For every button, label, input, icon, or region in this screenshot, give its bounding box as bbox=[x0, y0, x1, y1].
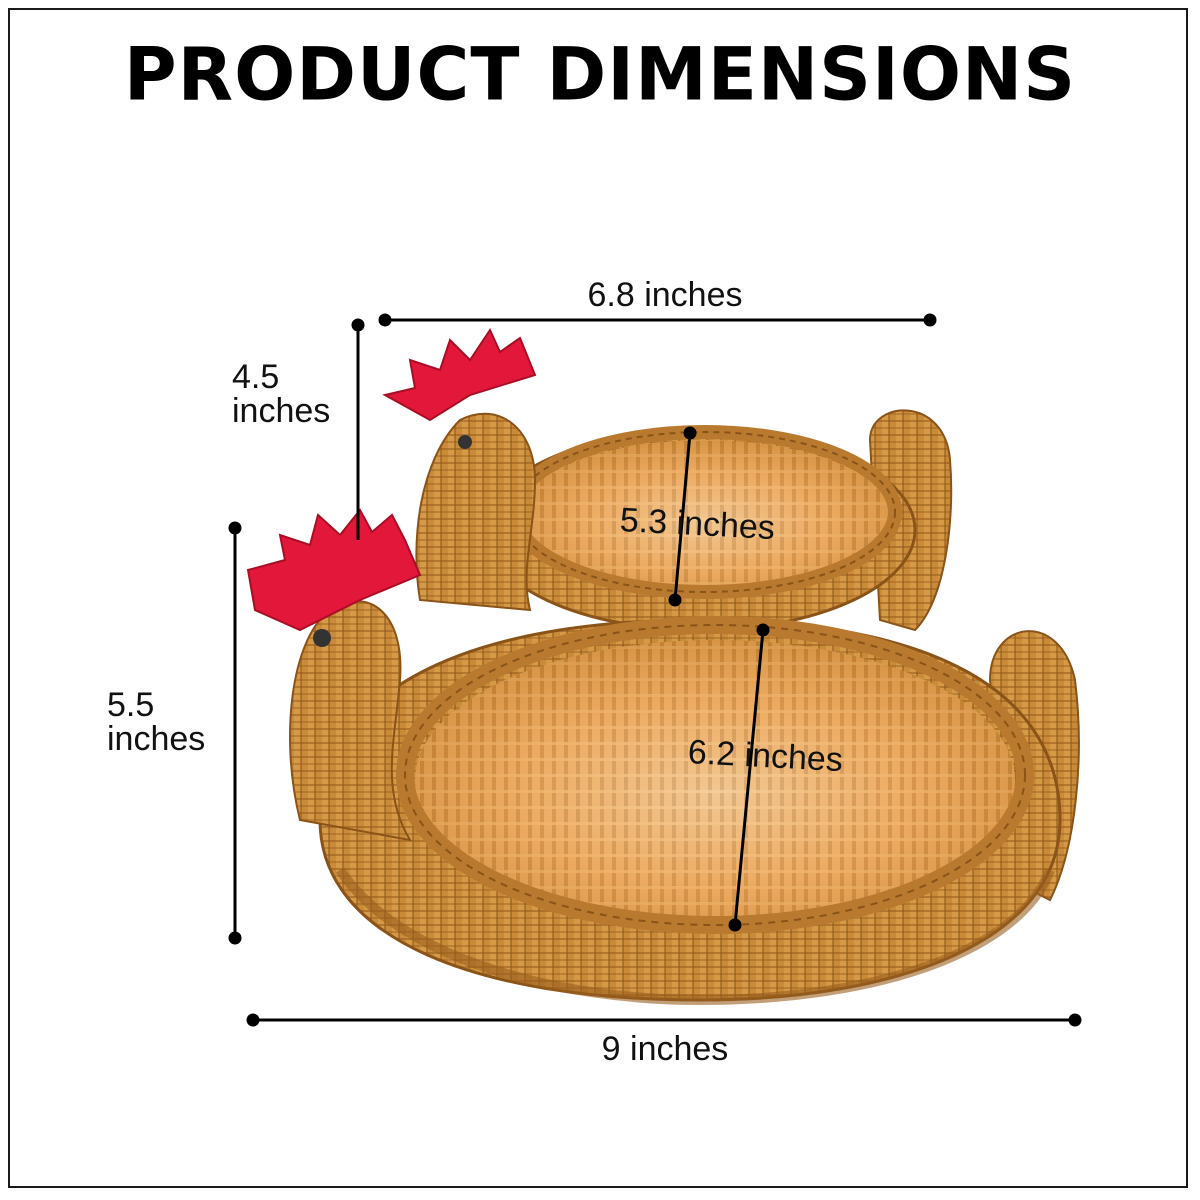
label-large-width: 9 inches bbox=[601, 1030, 729, 1068]
label-large-height-line2: inches bbox=[107, 720, 206, 758]
large-basket-bottom-band bbox=[335, 867, 1055, 1006]
dimension-lines bbox=[228, 313, 1082, 1027]
small-basket-neck bbox=[415, 412, 537, 612]
large-basket bbox=[246, 508, 1080, 1006]
label-large-height-line1: 5.5 bbox=[107, 686, 155, 724]
label-small-width: 6.8 inches bbox=[587, 276, 743, 314]
page-title: PRODUCT DIMENSIONS bbox=[123, 31, 1077, 117]
label-small-height-line1: 4.5 bbox=[232, 358, 280, 396]
small-basket-eye bbox=[458, 435, 472, 449]
large-basket-neck bbox=[289, 600, 412, 842]
small-basket bbox=[382, 327, 953, 632]
small-basket-comb bbox=[382, 327, 537, 422]
image-frame bbox=[8, 8, 1188, 1188]
large-basket-comb bbox=[246, 508, 422, 632]
label-large-depth: 6.2 inches bbox=[687, 733, 844, 780]
large-basket-eye bbox=[313, 629, 331, 647]
label-small-height-line2: inches bbox=[232, 392, 331, 430]
label-small-depth: 5.3 inches bbox=[619, 501, 776, 548]
